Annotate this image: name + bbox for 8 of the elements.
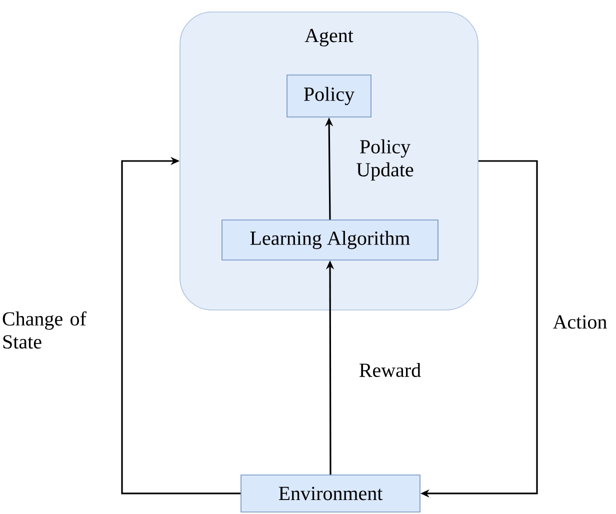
process-box: Policy [286,74,372,118]
edge-label: Action [552,315,607,329]
edge-label: Reward [359,362,421,378]
arrow [121,156,241,494]
edge-label: Policy Update [356,139,414,181]
process-box: Learning Algorithm [222,220,438,260]
environment-box: Environment [240,474,420,512]
edge-label: Change of State [2,311,86,349]
